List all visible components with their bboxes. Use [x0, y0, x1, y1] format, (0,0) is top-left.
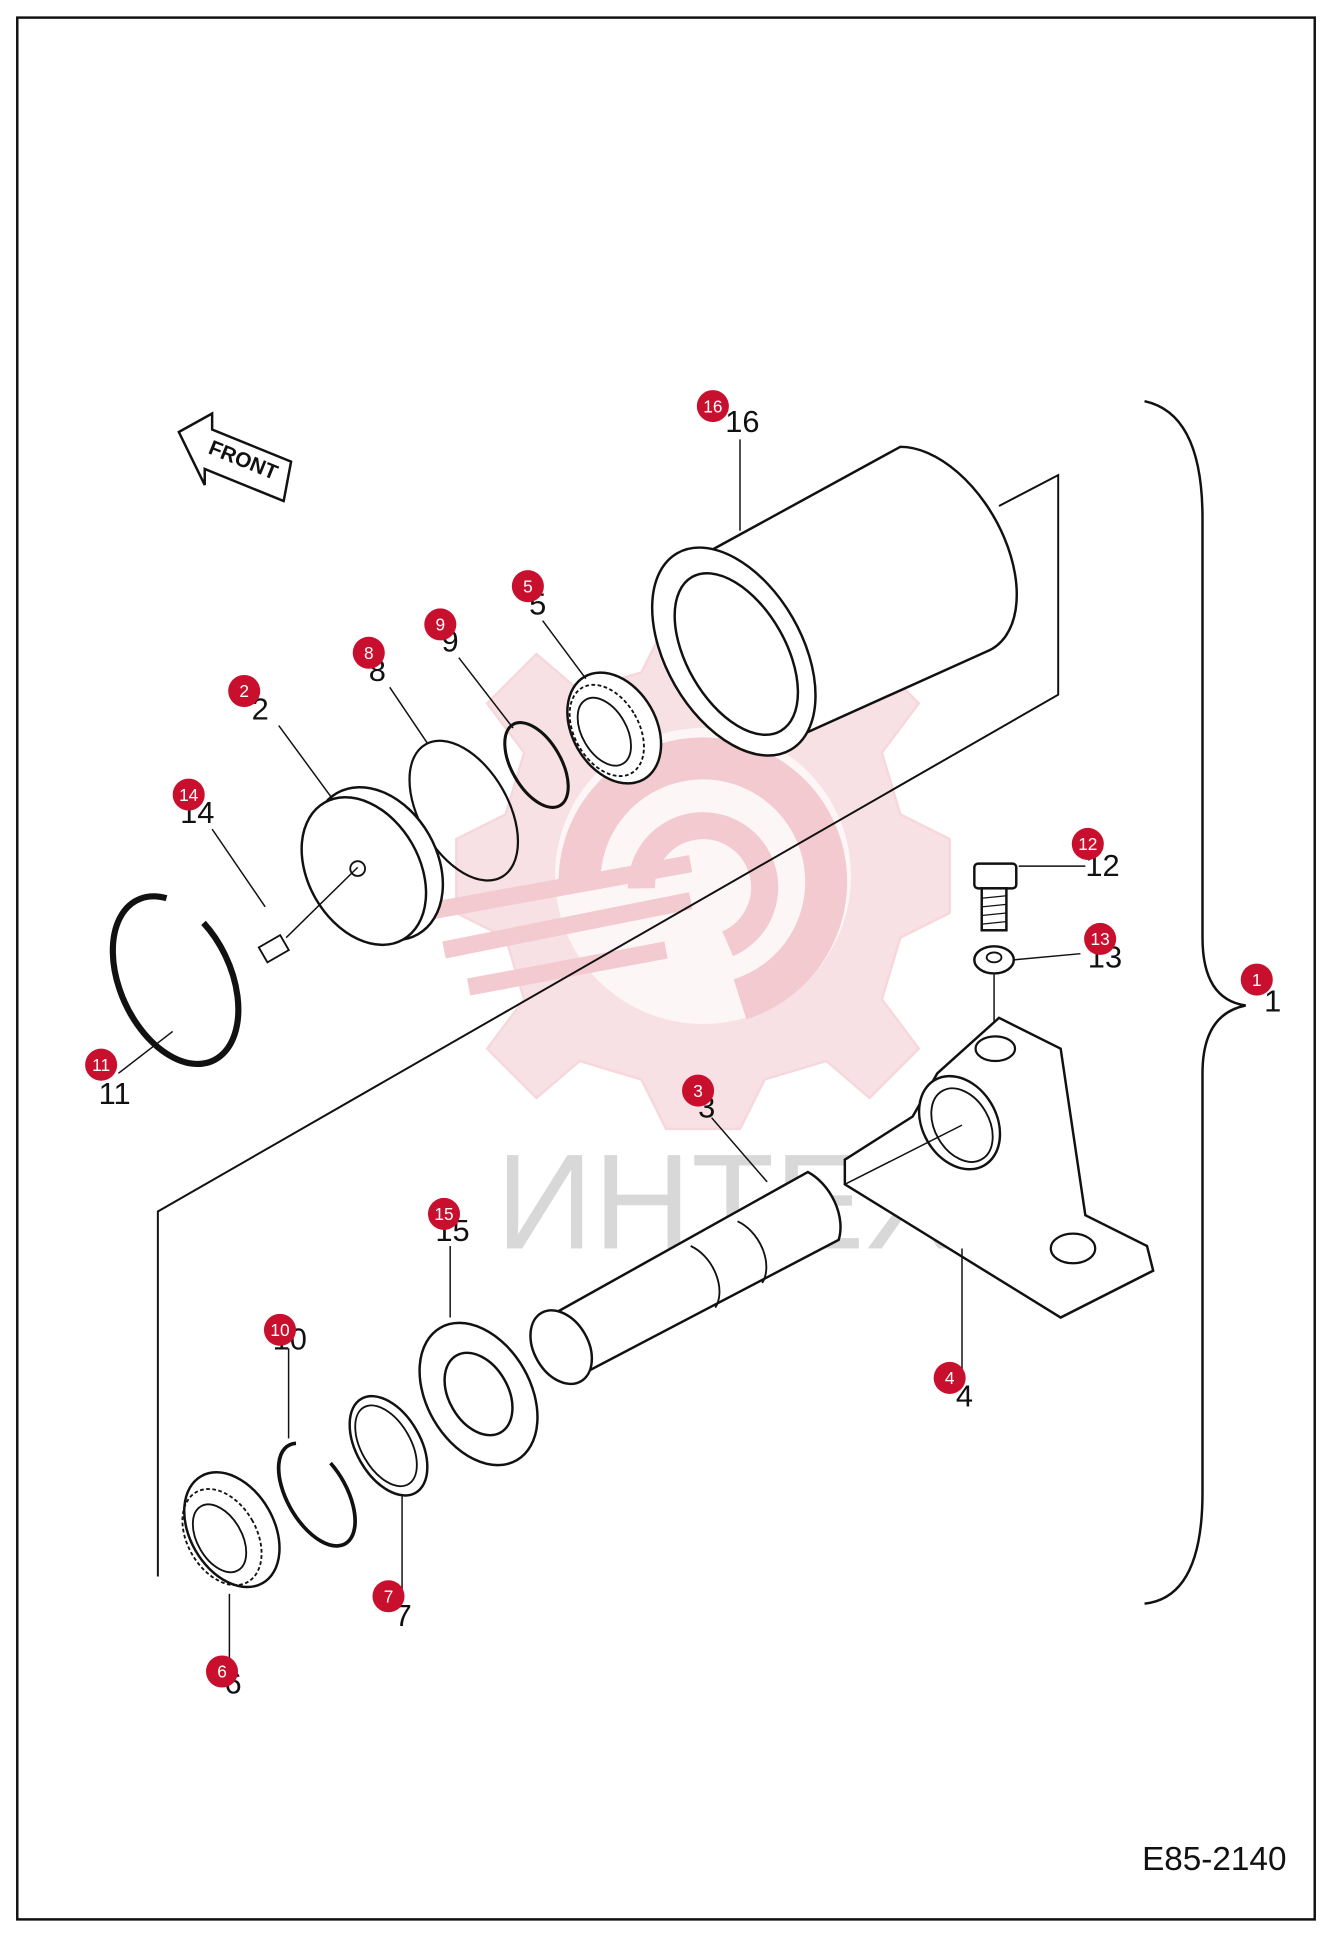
- nut-part: [973, 945, 1016, 1047]
- svg-text:13: 13: [1091, 929, 1110, 949]
- badge-11[interactable]: 11: [85, 1048, 118, 1081]
- thrust-washer-part: [418, 1321, 539, 1467]
- drawing-code: E85-2140: [1142, 1841, 1286, 1878]
- badge-1[interactable]: 1: [1240, 963, 1273, 996]
- badge-5[interactable]: 5: [511, 570, 544, 603]
- callout-label-16: 16: [725, 404, 759, 439]
- support-bracket-part: [843, 1016, 1155, 1319]
- badge-9[interactable]: 9: [424, 608, 457, 641]
- shaft-part: [529, 1170, 842, 1386]
- badge-6[interactable]: 6: [205, 1655, 239, 1688]
- svg-text:6: 6: [217, 1662, 227, 1682]
- svg-text:10: 10: [270, 1320, 289, 1340]
- svg-text:16: 16: [703, 396, 722, 416]
- assembly-bracket: [1144, 399, 1246, 1605]
- svg-text:8: 8: [364, 643, 374, 663]
- badge-8[interactable]: 8: [352, 636, 385, 669]
- circlip-upper-part: [109, 893, 242, 1068]
- callout-label-1: 1: [1264, 984, 1281, 1019]
- badge-10[interactable]: 10: [263, 1313, 296, 1346]
- snap-ring-lower-part: [276, 1441, 357, 1548]
- roller-shell-part: [650, 445, 1018, 757]
- callout-label-11: 11: [99, 1076, 131, 1111]
- badge-16[interactable]: 16: [696, 390, 729, 423]
- seal-part: [348, 1394, 429, 1497]
- svg-text:4: 4: [945, 1368, 955, 1388]
- callout-badges: 16 5 9 8 2 14 11 12 13 1 3 15 4 10 7 6: [85, 390, 1273, 1688]
- svg-text:5: 5: [523, 576, 533, 596]
- end-cover-part: [300, 785, 445, 947]
- svg-text:3: 3: [693, 1081, 703, 1101]
- badge-15[interactable]: 15: [427, 1197, 461, 1230]
- front-direction-arrow: FRONT: [177, 411, 293, 503]
- svg-text:9: 9: [436, 615, 446, 635]
- bearing-lower-part: [181, 1471, 281, 1589]
- svg-text:12: 12: [1078, 834, 1097, 854]
- badge-4[interactable]: 4: [933, 1361, 966, 1394]
- badge-13[interactable]: 13: [1084, 922, 1117, 955]
- snap-ring-upper-part: [503, 721, 570, 809]
- svg-text:15: 15: [434, 1204, 453, 1224]
- badge-3[interactable]: 3: [682, 1074, 715, 1107]
- svg-text:7: 7: [384, 1586, 394, 1606]
- badge-7[interactable]: 7: [372, 1580, 405, 1613]
- svg-text:1: 1: [1252, 970, 1262, 990]
- sheet-border: [16, 16, 1316, 1921]
- housing-outline: [156, 473, 1060, 1577]
- plug-screw-part: [257, 866, 359, 964]
- svg-text:2: 2: [239, 681, 249, 701]
- badge-14[interactable]: 14: [172, 778, 205, 811]
- svg-text:14: 14: [179, 785, 199, 805]
- leader-lines: [117, 439, 1086, 1663]
- badge-2[interactable]: 2: [228, 674, 261, 708]
- svg-text:11: 11: [92, 1055, 110, 1075]
- bolt-part: [973, 862, 1018, 932]
- badge-12[interactable]: 12: [1071, 827, 1104, 860]
